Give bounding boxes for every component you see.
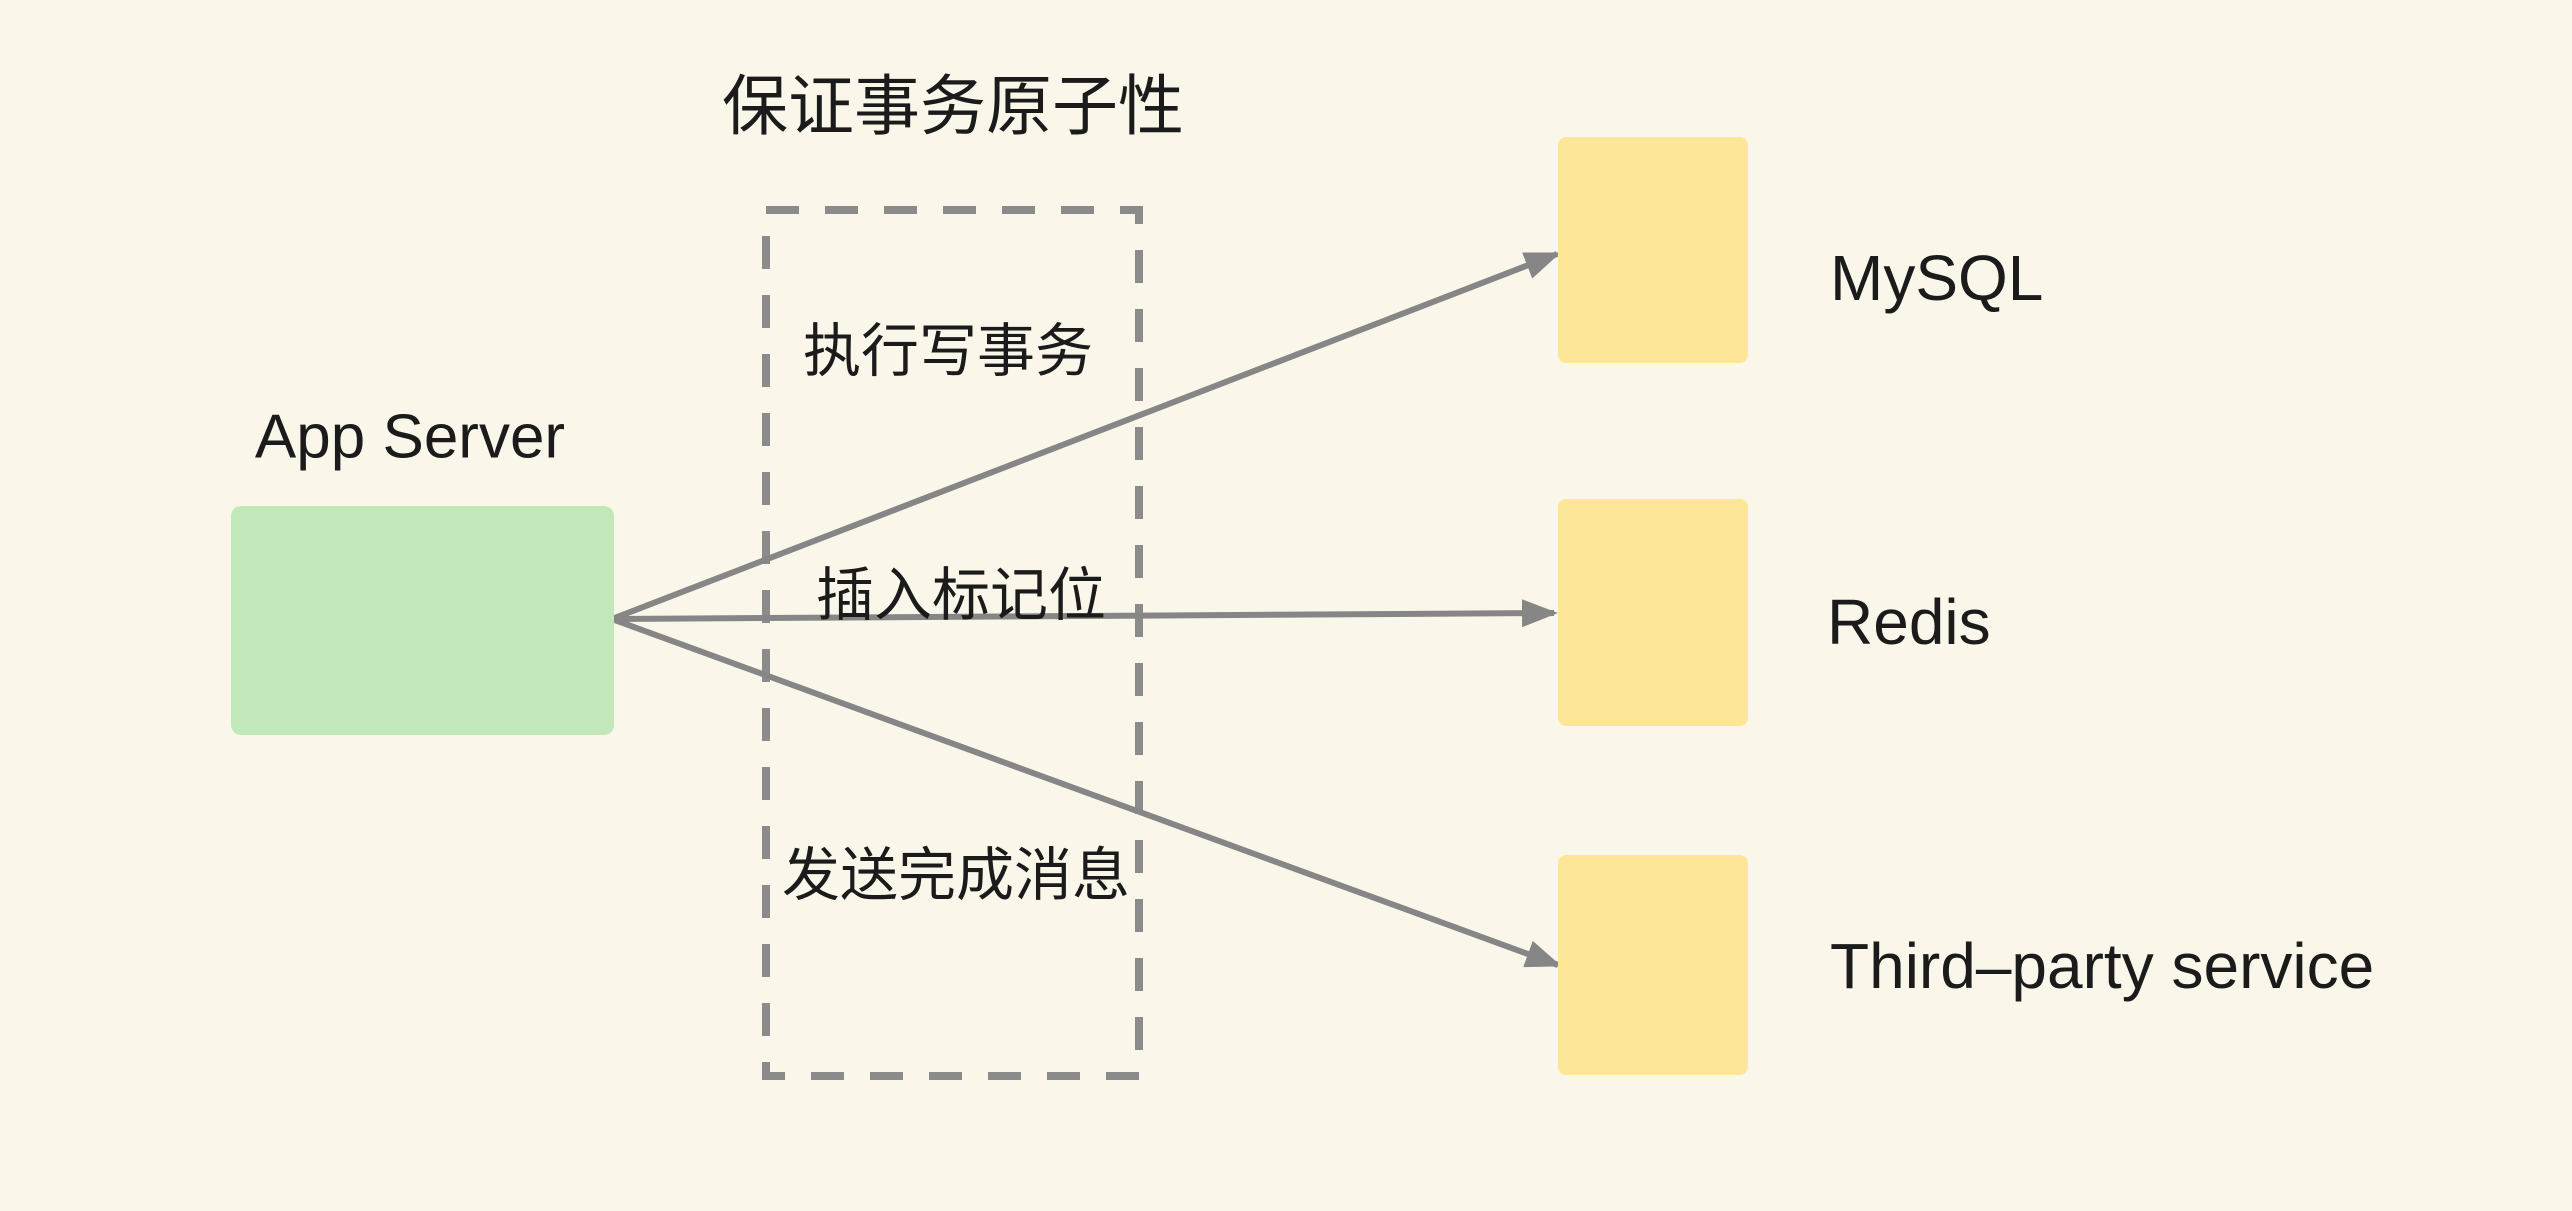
arrow-to-third-party — [610, 616, 1562, 968]
step-label-insert-marker: 插入标记位 — [815, 563, 1107, 628]
arrow-to-mysql — [610, 251, 1561, 622]
third-party-label: Third–party service — [1830, 930, 2375, 1002]
redis-node — [1558, 499, 1748, 726]
app-server-node — [231, 506, 614, 735]
atomicity-group-box — [762, 206, 1143, 1080]
mysql-label: MySQL — [1830, 242, 2044, 314]
arrow-to-redis — [611, 599, 1558, 628]
redis-label: Redis — [1827, 586, 1991, 658]
step-label-send-complete-message: 发送完成消息 — [781, 843, 1131, 908]
diagram-title: 保证事务原子性 — [722, 69, 1184, 143]
mysql-node — [1558, 137, 1748, 363]
third-party-node — [1558, 855, 1748, 1075]
step-label-write-transaction: 执行写事务 — [802, 319, 1094, 384]
app-server-label: App Server — [254, 402, 566, 472]
